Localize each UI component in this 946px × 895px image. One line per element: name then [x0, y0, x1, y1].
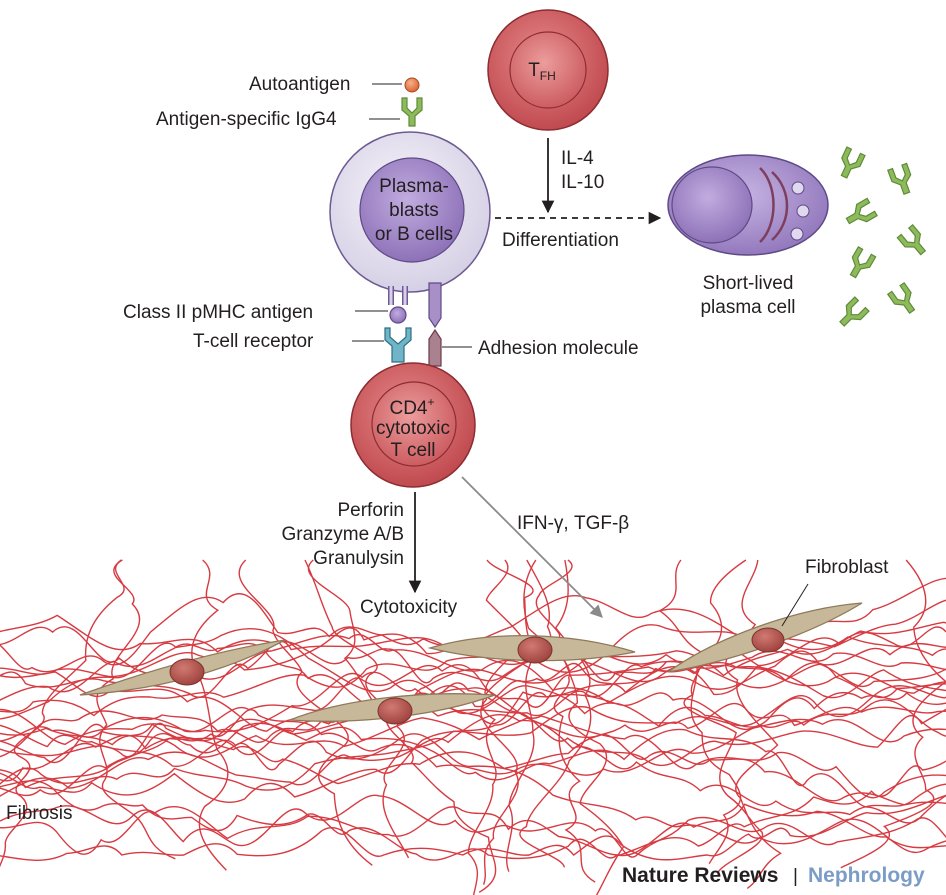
secreted-antibody-icon	[834, 146, 866, 182]
collagen-fibre	[0, 722, 946, 824]
collagen-fibre	[0, 685, 946, 791]
collagen-fibre	[307, 559, 497, 893]
collagen-fibre	[0, 713, 946, 816]
igg4-antibody-icon	[401, 97, 423, 127]
differentiation-label: Differentiation	[502, 230, 619, 251]
collagen-fibre	[0, 687, 946, 799]
collagen-fibre	[0, 699, 946, 776]
collagen-fibre	[535, 559, 625, 895]
collagen-fibre	[840, 559, 946, 869]
fibroblast-leader-line	[781, 583, 809, 627]
fibroblast-label: Fibroblast	[805, 557, 889, 578]
credit-separator: |	[793, 866, 798, 887]
t-cell-label-line2: cytotoxic	[376, 418, 450, 439]
fibrosis-label: Fibrosis	[6, 803, 73, 824]
collagen-fibre	[467, 559, 552, 895]
fibroblast-cell	[667, 602, 863, 673]
collagen-fibre	[0, 780, 946, 861]
collagen-fibre	[485, 559, 535, 872]
secreted-antibody-icon	[842, 197, 878, 231]
collagen-fibre	[0, 724, 946, 846]
collagen-fibre	[0, 682, 946, 797]
adhesion-molecule-t-side	[428, 328, 442, 367]
perforin-label: Perforin	[337, 500, 404, 521]
plasma-cell	[667, 154, 829, 256]
collagen-fibre	[523, 559, 596, 883]
collagen-fibre	[0, 692, 946, 804]
journal-credit: Nephrology	[808, 864, 925, 887]
b-cell-label-line1: Plasma-	[379, 176, 449, 197]
il10-label: IL-10	[561, 172, 604, 193]
collagen-fibre	[724, 559, 782, 889]
igg4-label: Antigen-specific IgG4	[156, 109, 337, 130]
t-cell-receptor-icon	[384, 327, 412, 363]
fibroblast-cell	[427, 635, 636, 664]
secreted-antibody-icon	[843, 246, 877, 282]
secreted-antibody-icon	[834, 296, 870, 332]
collagen-fibre	[191, 559, 229, 871]
cytotoxicity-label: Cytotoxicity	[360, 597, 458, 618]
collagen-fibre	[0, 559, 125, 868]
fibroblast-cell	[79, 639, 286, 696]
adhesion-label: Adhesion molecule	[478, 338, 639, 359]
collagen-fibre	[0, 760, 946, 856]
collagen-fibre	[658, 559, 763, 874]
collagen-fibre	[0, 642, 946, 717]
class-ii-label: Class II pMHC antigen	[123, 302, 313, 323]
t-cell-label-line1: CD4+	[389, 395, 434, 419]
autoantigen-icon	[404, 77, 420, 93]
fibrosis-signal-arrow	[461, 476, 603, 618]
collagen-fibre	[480, 559, 534, 885]
collagen-fibre	[0, 717, 946, 806]
granzyme-label: Granzyme A/B	[282, 524, 405, 545]
class-ii-pmhc-icon	[388, 286, 408, 324]
collagen-fibre	[0, 631, 946, 746]
autoantigen-label: Autoantigen	[249, 74, 350, 95]
collagen-fibre	[0, 649, 946, 758]
collagen-fibre	[0, 703, 946, 785]
collagen-fibre-network	[0, 559, 946, 895]
publisher-credit: Nature Reviews	[622, 864, 778, 887]
tfh-label: TFH	[528, 60, 556, 83]
secreted-antibody-icon	[887, 282, 921, 318]
cd4-cytotoxic-t-cell: CD4+ cytotoxic T cell	[350, 362, 476, 488]
fibroblast-cell	[289, 693, 496, 725]
b-cell-label-line3: or B cells	[375, 224, 453, 245]
collagen-fibre	[0, 621, 946, 732]
collagen-fibre	[0, 626, 946, 704]
collagen-fibre	[0, 661, 946, 764]
collagen-fibre	[690, 559, 747, 865]
tcr-label: T-cell receptor	[193, 331, 314, 352]
plasma-cell-label-line1: Short-lived	[703, 273, 794, 294]
tfh-cell: TFH	[487, 9, 609, 131]
plasma-cell-label-line2: plasma cell	[700, 297, 795, 318]
secreted-antibody-icon	[896, 224, 932, 260]
il4-label: IL-4	[561, 148, 594, 169]
t-cell-label-line3: T cell	[390, 440, 435, 461]
b-cell: Plasma- blasts or B cells	[329, 131, 491, 293]
ifn-tgf-label: IFN-γ, TGF-β	[517, 513, 629, 534]
collagen-fibre	[0, 627, 946, 728]
adhesion-molecule-b-side	[428, 282, 442, 329]
secreted-antibody-icon	[887, 162, 917, 198]
collagen-fibre	[96, 559, 176, 860]
b-cell-label-line2: blasts	[389, 200, 439, 221]
granulysin-label: Granulysin	[313, 548, 404, 569]
